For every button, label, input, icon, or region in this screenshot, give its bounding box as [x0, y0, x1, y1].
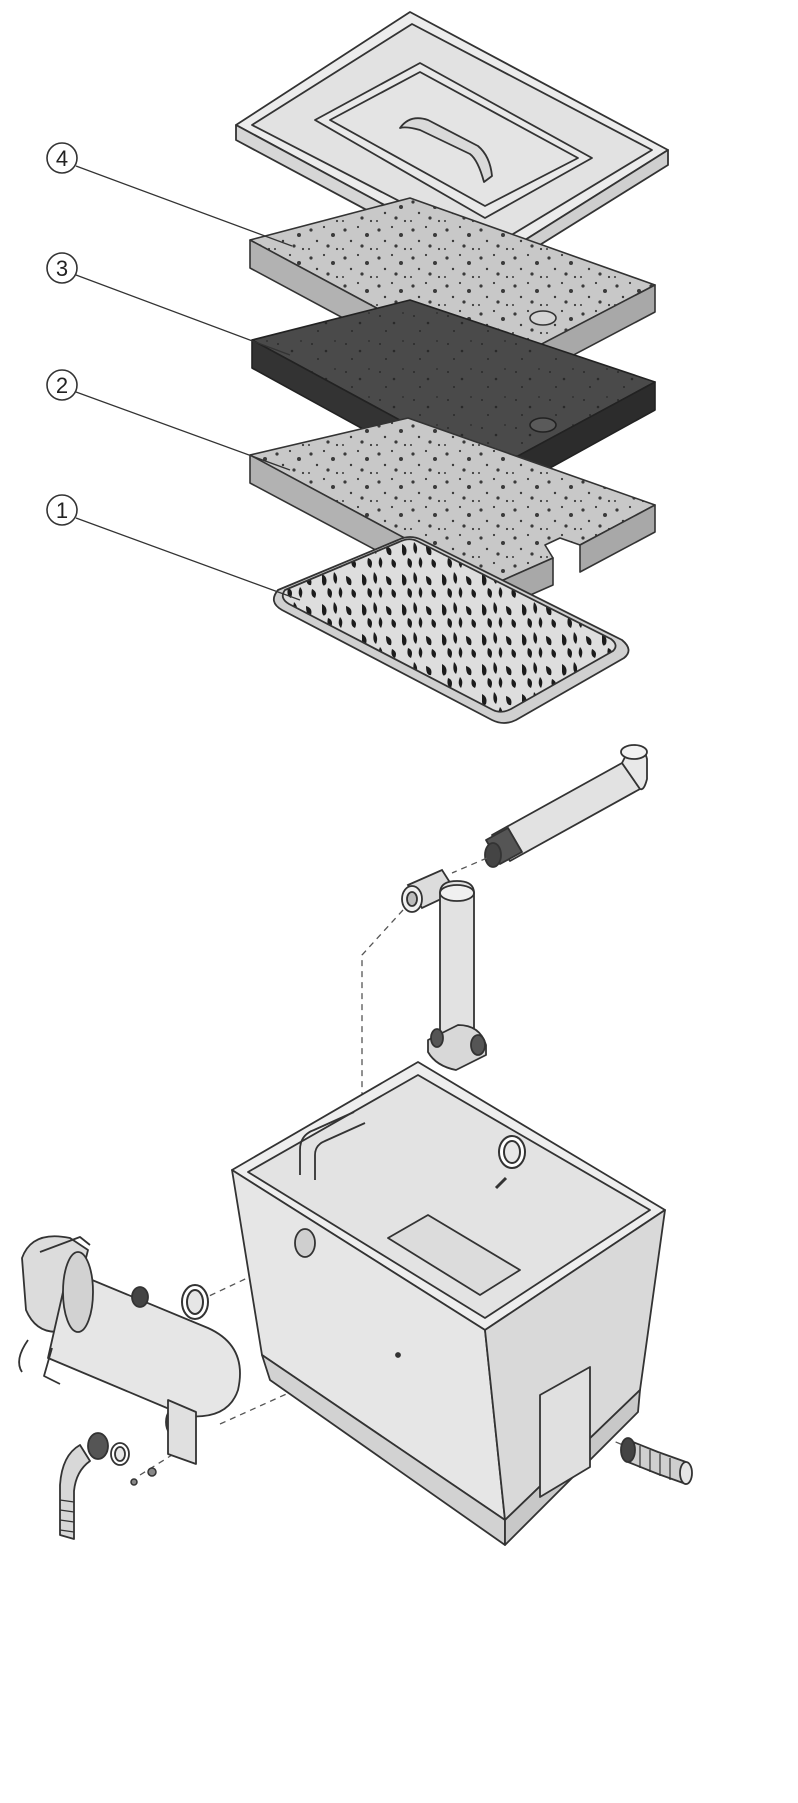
bio-media-tray	[272, 536, 630, 724]
pipe-coupler	[401, 868, 458, 913]
callout-3: 3	[46, 252, 291, 356]
sealing-ring-lower	[110, 1442, 130, 1466]
filter-lid	[235, 11, 669, 277]
uv-clarifier	[18, 1235, 241, 1465]
small-washers	[130, 1467, 157, 1486]
outlet-pipe	[484, 744, 648, 868]
callout-2-number: 2	[56, 373, 68, 398]
sealing-ring-upper	[498, 1135, 526, 1169]
callout-4-leader	[75, 165, 293, 247]
filter-housing	[231, 880, 666, 1546]
callout-1-number: 1	[56, 498, 68, 523]
callout-1-leader	[75, 517, 301, 601]
sealing-ring-left	[181, 1284, 209, 1320]
callout-2: 2	[46, 369, 291, 471]
callout-3-number: 3	[56, 256, 68, 281]
callout-4: 4	[46, 142, 293, 247]
callout-4-number: 4	[56, 146, 68, 171]
callout-3-leader	[75, 274, 291, 356]
hose-tail-right	[620, 1437, 693, 1485]
callout-2-leader	[75, 391, 291, 471]
callout-1: 1	[46, 494, 301, 601]
hose-tail-left	[59, 1432, 109, 1540]
